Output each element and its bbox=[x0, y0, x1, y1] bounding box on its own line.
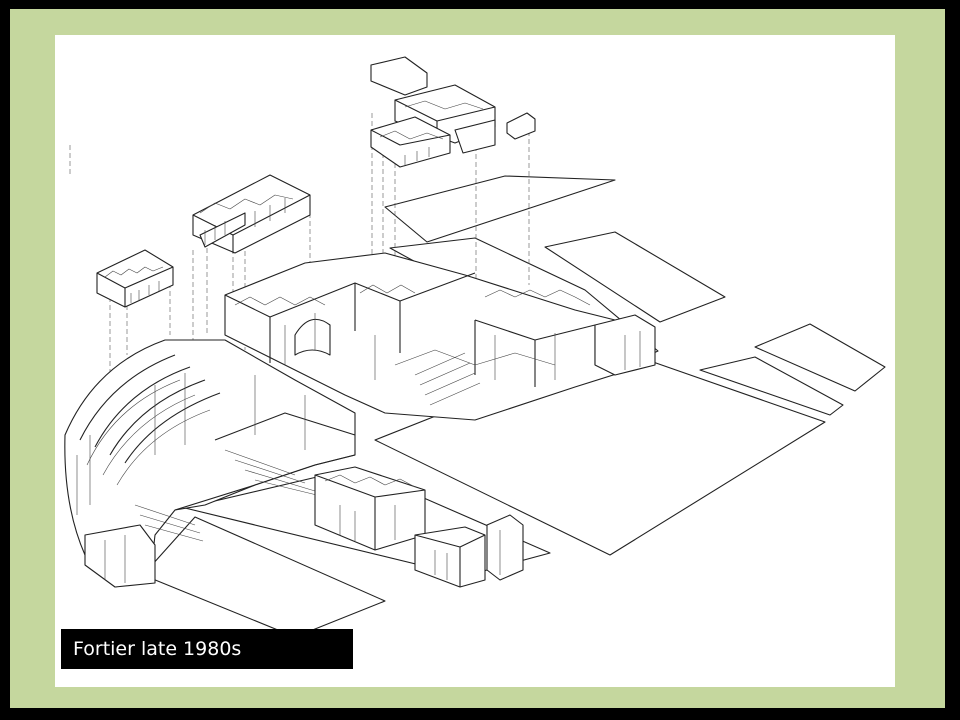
lifted-fragment-left bbox=[96, 249, 174, 308]
building-mass-central bbox=[224, 252, 656, 421]
lifted-fragment-middle bbox=[192, 174, 311, 254]
building-mass-crescent bbox=[64, 339, 356, 588]
slide-frame: Fortier late 1980s bbox=[10, 9, 945, 708]
lifted-fragment-top bbox=[370, 56, 536, 168]
building-mass-lower bbox=[314, 466, 524, 588]
axonometric-urban-drawing bbox=[64, 56, 886, 638]
image-panel: Fortier late 1980s bbox=[55, 35, 895, 687]
slide-caption: Fortier late 1980s bbox=[61, 629, 353, 669]
